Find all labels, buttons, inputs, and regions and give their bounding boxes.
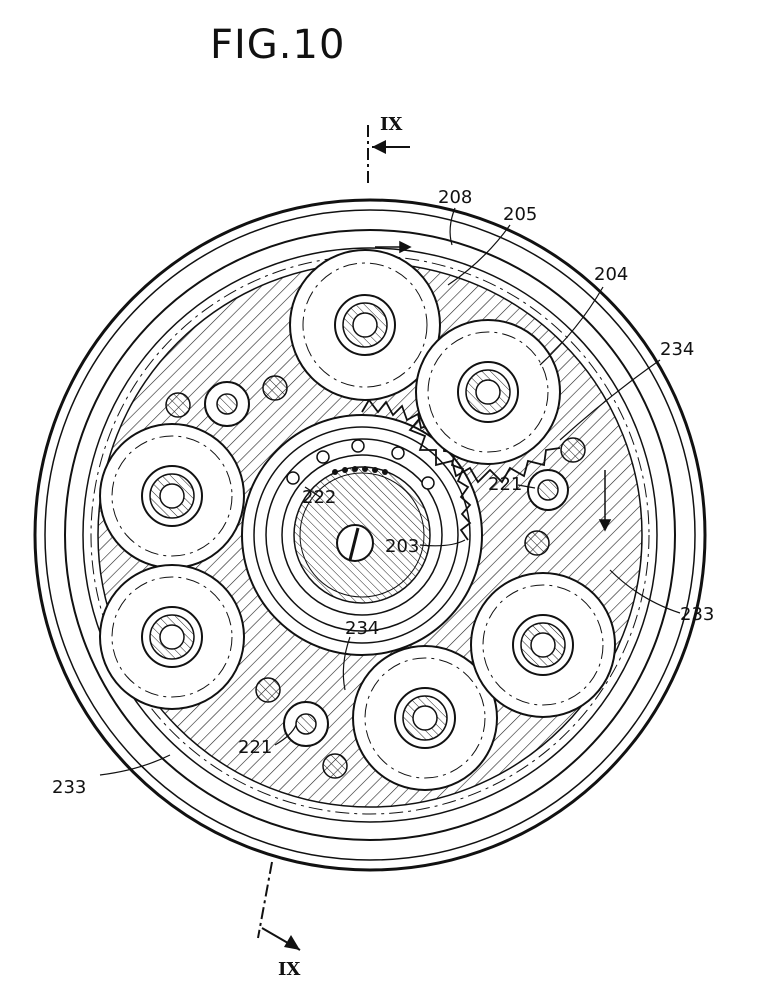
label-234-upper: 234 [660,339,694,360]
planet-gear-right [470,572,616,718]
label-233-right: 233 [680,604,714,625]
section-line-bottom: IX [257,861,301,980]
label-205: 205 [503,204,537,225]
planet-gear-left-upper [99,423,245,569]
label-203: 203 [385,536,419,557]
section-line-top: IX [367,114,410,185]
label-234-lower: 234 [345,618,379,639]
reference-numerals: 208 205 204 234 221 222 203 233 234 221 … [52,187,714,798]
section-mark-top: IX [380,114,402,135]
label-221-right: 221 [488,474,522,495]
leader-lines [99,207,681,776]
label-233-left: 233 [52,777,86,798]
rotation-arrows [375,240,612,532]
section-mark-bottom: IX [278,959,300,980]
label-221-left: 221 [238,737,272,758]
label-208: 208 [438,187,472,208]
planet-gear-bottom [352,645,498,791]
label-204: 204 [594,264,628,285]
label-222: 222 [302,487,336,508]
sun-assembly [241,398,483,656]
planet-gear-top [289,249,441,401]
outer-housing [33,198,707,872]
planet-gear-toothed [408,319,561,484]
pins [165,375,586,779]
planet-gear-left-lower [99,564,245,710]
figure-title: FIG.10 [210,22,346,68]
